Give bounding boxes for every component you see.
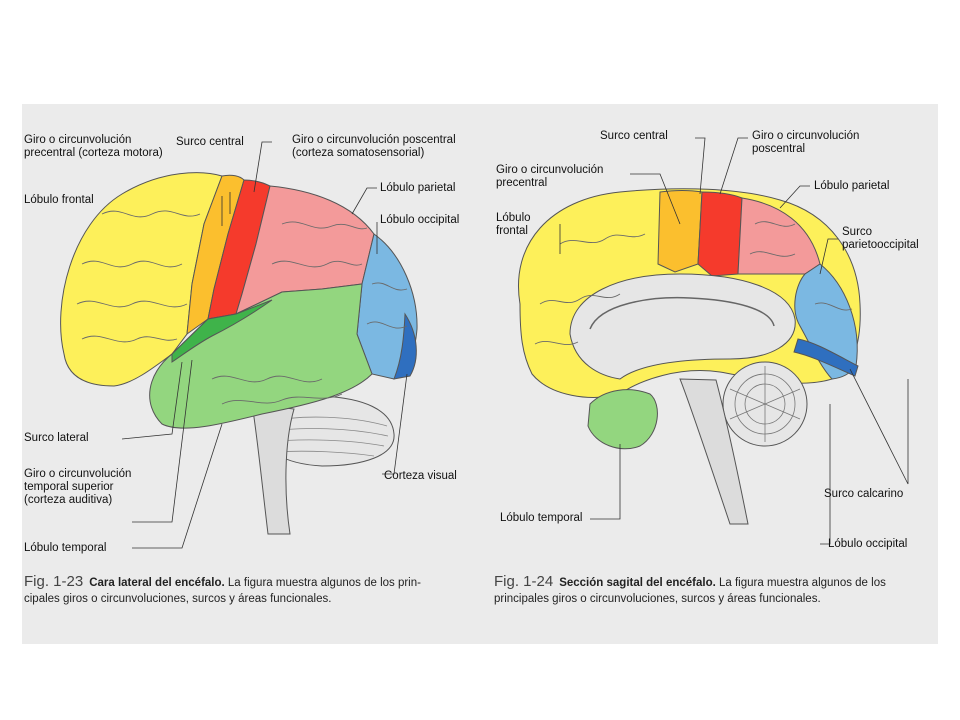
caption-title: Sección sagital del encéfalo.: [559, 577, 716, 589]
caption-text-2: principales giros o circunvoluciones, su…: [494, 593, 821, 605]
figure-caption-right: Fig. 1-24 Sección sagital del encéfalo. L…: [494, 574, 934, 607]
label-precentral-gyrus: Giro o circunvolución precentral (cortez…: [24, 134, 163, 160]
label-line: Lóbulo: [496, 212, 531, 224]
label-line: Giro o circunvolución poscentral: [292, 134, 456, 146]
figure-number: Fig. 1-23: [24, 573, 84, 590]
label-line: (corteza auditiva): [24, 494, 113, 506]
book-page-scan: Giro o circunvolución precentral (cortez…: [22, 104, 938, 644]
lateral-brain-illustration: [60, 141, 418, 549]
label-line: precentral: [496, 177, 548, 189]
label-frontal-lobe-sagittal: Lóbulo frontal: [496, 212, 531, 238]
label-line: Giro o circunvolución: [24, 468, 132, 480]
label-occipital-lobe: Lóbulo occipital: [380, 214, 460, 226]
caption-text: La figura muestra algunos de los: [715, 577, 886, 589]
label-line: Giro o circunvolución: [496, 164, 604, 176]
label-line: Giro o circunvolución: [24, 134, 132, 146]
label-line: precentral (corteza motora): [24, 147, 163, 159]
sagittal-brain-illustration: [518, 137, 909, 545]
label-parietal-lobe-sagittal: Lóbulo parietal: [814, 180, 890, 192]
label-line: Surco: [842, 226, 873, 238]
caption-title: Cara lateral del encéfalo.: [89, 577, 225, 589]
label-line: poscentral: [752, 143, 806, 155]
label-calcarine-sulcus: Surco calcarino: [824, 488, 904, 500]
label-temporal-lobe-sagittal: Lóbulo temporal: [500, 512, 583, 524]
label-line: frontal: [496, 225, 528, 237]
label-precentral-gyrus-sagittal: Giro o circunvolución precentral: [496, 164, 603, 190]
caption-text: La figura muestra algunos de los prin-: [224, 577, 421, 589]
figure-number: Fig. 1-24: [494, 573, 554, 590]
label-frontal-lobe: Lóbulo frontal: [24, 194, 94, 206]
lateral-view-figure: Giro o circunvolución precentral (cortez…: [22, 104, 480, 644]
label-superior-temporal-gyrus: Giro o circunvolución temporal superior …: [24, 468, 131, 507]
label-central-sulcus: Surco central: [176, 136, 244, 148]
label-postcentral-gyrus-sagittal: Giro o circunvolución poscentral: [752, 130, 859, 156]
label-parietal-lobe: Lóbulo parietal: [380, 182, 456, 194]
caption-text-2: cipales giros o circunvoluciones, surcos…: [24, 593, 332, 605]
label-occipital-lobe-sagittal: Lóbulo occipital: [828, 538, 908, 550]
label-temporal-lobe: Lóbulo temporal: [24, 542, 107, 554]
label-line: (corteza somatosensorial): [292, 147, 425, 159]
label-line: temporal superior: [24, 481, 114, 493]
label-line: parietooccipital: [842, 239, 919, 251]
label-line: Giro o circunvolución: [752, 130, 860, 142]
label-central-sulcus-sagittal: Surco central: [600, 130, 668, 142]
label-visual-cortex: Corteza visual: [384, 470, 457, 482]
label-parieto-occipital-sulcus: Surco parietooccipital: [842, 226, 919, 252]
figure-caption-left: Fig. 1-23 Cara lateral del encéfalo. La f…: [24, 574, 464, 607]
sagittal-view-figure: Surco central Giro o circunvolución posc…: [480, 104, 938, 644]
label-lateral-sulcus: Surco lateral: [24, 432, 89, 444]
label-postcentral-gyrus: Giro o circunvolución poscentral (cortez…: [292, 134, 456, 160]
